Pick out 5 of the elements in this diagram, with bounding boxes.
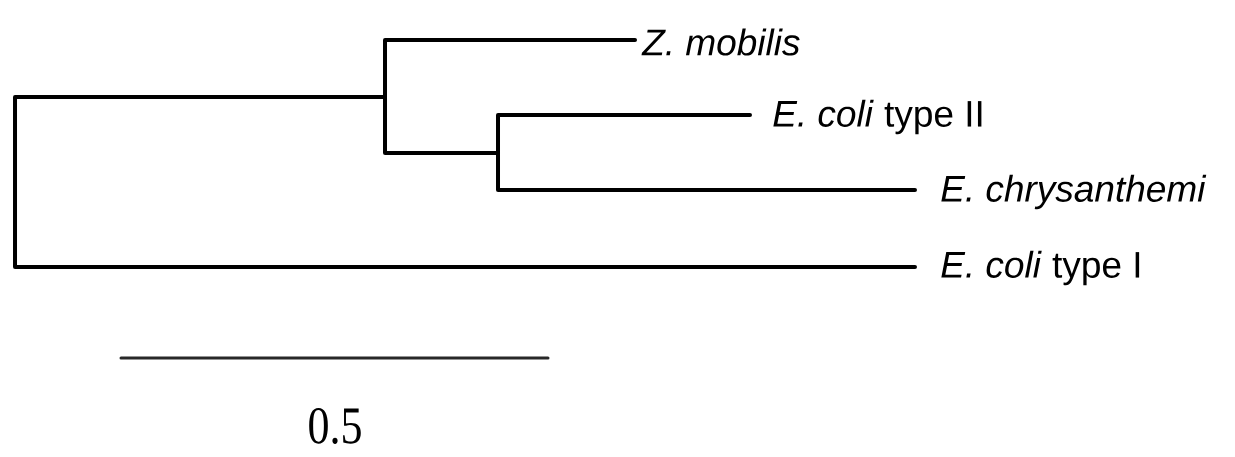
leaf-label: E. coli type I bbox=[941, 250, 1140, 286]
leaf-label: E. coli type II bbox=[773, 99, 982, 135]
leaf-label: Z. mobilis bbox=[641, 28, 800, 56]
scale-label: 0.5 bbox=[309, 408, 361, 444]
leaf-label: E. chrysanthemi bbox=[941, 174, 1207, 210]
